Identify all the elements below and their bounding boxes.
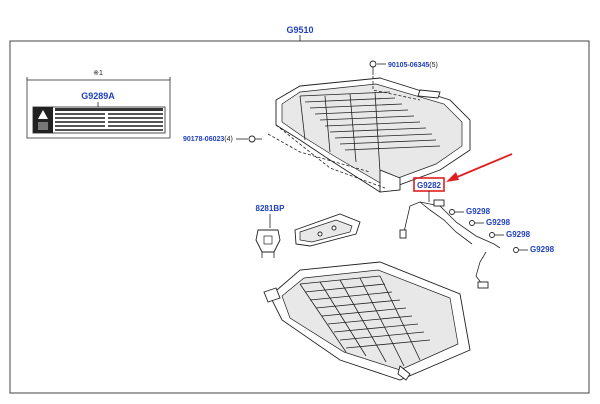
bolt-upper-callout[interactable]: 90105-06345(5) [369,60,438,75]
battery-stack [263,261,471,381]
bracket-part [255,229,281,258]
bolt-left-callout[interactable]: 90178-06023(4) [183,135,262,143]
bracket-code: 8281BP [256,204,286,213]
nut-code-3: G9298 [506,230,531,239]
nut-icon [513,247,519,253]
nut-callout-3[interactable]: G9298 [489,230,531,239]
title-code[interactable]: G9510 [286,25,313,35]
nut-callout-2[interactable]: G9298 [469,218,511,227]
harness-callout[interactable]: G9282 [413,177,445,202]
harness-code: G9282 [417,181,442,190]
bolt-left-code: 90178-06023 [183,136,224,143]
nut-code-2: G9298 [486,218,511,227]
diagram-frame [9,40,590,394]
bolt-icon [248,135,262,143]
bolt-left-qty: (4) [224,136,233,143]
nut-code-1: G9298 [466,207,491,216]
red-arrow [446,153,513,182]
bracket-callout[interactable]: 8281BP [256,204,286,228]
junction-block [294,213,361,247]
nut-callout-4[interactable]: G9298 [513,245,555,254]
nut-icon [469,220,475,226]
nut-code-4: G9298 [530,245,555,254]
stack-bracket [263,287,281,303]
label-group: ※1 G9289A [26,70,171,139]
label-marker: ※1 [93,70,103,77]
bolt-upper-code: 90105-06345 [388,62,429,69]
nut-icon [489,232,495,238]
battery-cover [267,76,471,193]
label-box [26,79,171,139]
warning-label-sticker [32,106,166,134]
nut-icon [449,209,455,215]
bolt-upper-qty: (5) [429,62,438,69]
svg-text:90178-06023(4): 90178-06023(4) [183,136,233,143]
bolt-icon [369,60,377,75]
cover-label-plate [417,89,441,99]
wire-harness [399,199,501,289]
label-code[interactable]: G9289A [81,91,115,101]
nut-callout-1[interactable]: G9298 [449,207,491,216]
svg-text:90105-06345(5): 90105-06345(5) [388,62,438,69]
